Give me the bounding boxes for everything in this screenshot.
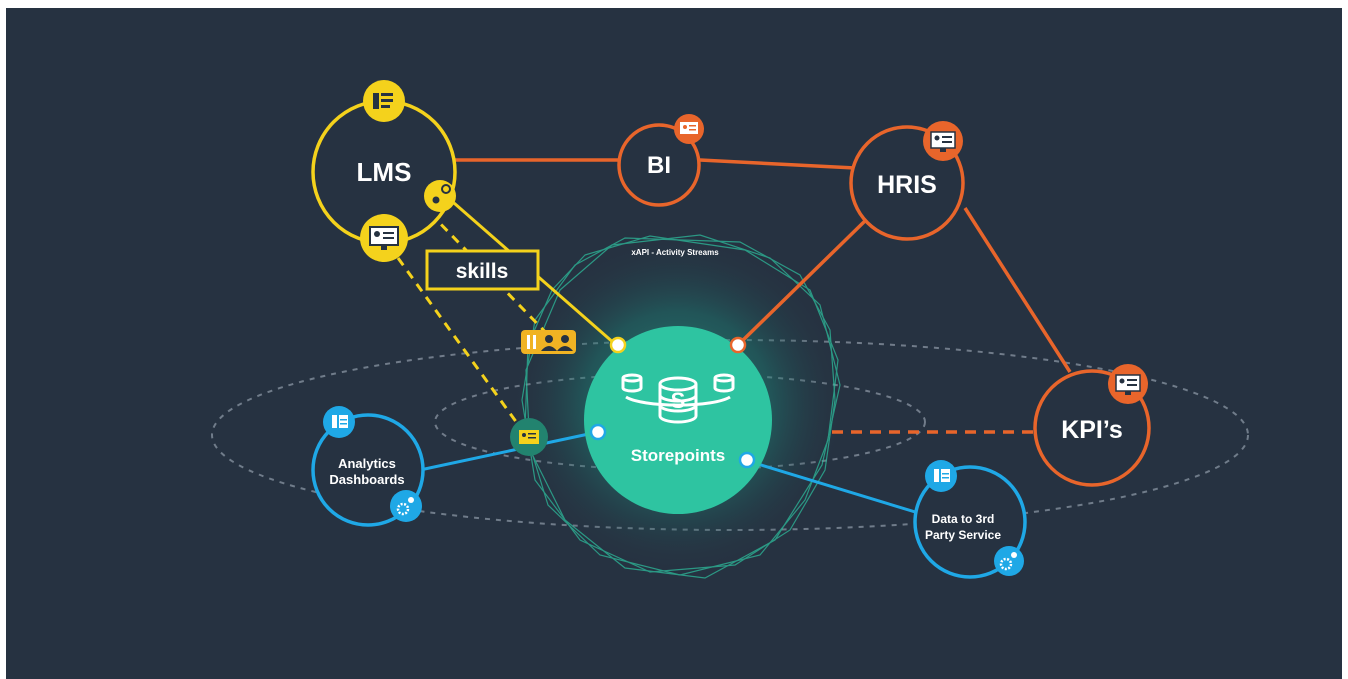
profile-card-icon xyxy=(923,121,963,161)
people-icon xyxy=(521,330,576,354)
diagram-canvas: LMS skills xyxy=(6,8,1342,679)
profile-card-icon xyxy=(1108,364,1148,404)
skills-label: skills xyxy=(456,260,509,283)
hris-label: HRIS xyxy=(877,171,937,199)
analytics-label-line1: Analytics xyxy=(338,456,396,471)
bi-label: BI xyxy=(647,152,671,179)
diagram-svg: LMS skills xyxy=(211,80,1249,579)
third-party-label-line1: Data to 3rd xyxy=(932,512,995,526)
kpi-label: KPI’s xyxy=(1061,416,1123,444)
storepoints-thirdparty-line xyxy=(747,459,926,517)
connection-dots xyxy=(589,336,756,469)
profile-card-icon xyxy=(674,114,704,144)
server-icon xyxy=(323,406,355,438)
analytics-storepoints-line xyxy=(419,430,599,472)
third-party-service-node[interactable]: Data to 3rd Party Service xyxy=(913,460,1027,579)
analytics-dashboards-node[interactable]: Analytics Dashboards xyxy=(311,406,425,527)
lms-label: LMS xyxy=(357,157,412,187)
lms-analytics-dashed-line xyxy=(428,211,557,344)
profile-card-icon xyxy=(510,418,548,456)
settings-icon xyxy=(390,490,422,522)
storepoints-logo-letter: S xyxy=(671,388,686,413)
server-icon xyxy=(925,460,957,492)
hris-node[interactable]: HRIS xyxy=(849,121,965,241)
profile-card-icon xyxy=(360,214,408,262)
skills-tag: skills xyxy=(425,249,540,291)
hris-storepoints-line xyxy=(736,216,870,347)
lms-dashboard-dashed-line xyxy=(396,257,524,431)
storepoints-node[interactable]: S Storepoints xyxy=(584,326,772,514)
lms-node[interactable]: LMS xyxy=(311,80,457,262)
settings-icon xyxy=(424,180,456,212)
third-party-label-line2: Party Service xyxy=(925,528,1001,542)
analytics-label-line2: Dashboards xyxy=(329,472,404,487)
bi-hris-line xyxy=(699,158,856,170)
settings-icon xyxy=(994,546,1024,576)
storepoints-label: Storepoints xyxy=(631,446,725,465)
connectors xyxy=(396,158,1072,517)
kpi-node[interactable]: KPI’s xyxy=(1033,364,1151,487)
hris-kpi-line xyxy=(963,207,1072,373)
database-icon xyxy=(621,373,735,424)
xapi-label: xAPI - Activity Streams xyxy=(631,248,719,257)
server-icon xyxy=(363,80,405,122)
bi-node[interactable]: BI xyxy=(617,114,704,207)
